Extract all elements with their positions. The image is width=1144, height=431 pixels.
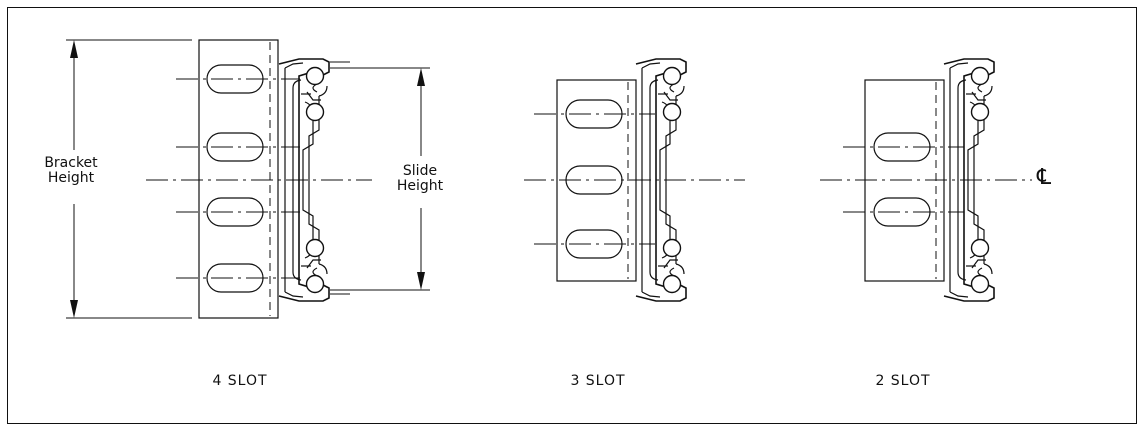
assembly-2-slot xyxy=(820,58,1032,302)
slide-height-dimension xyxy=(330,61,430,295)
bracket-plate xyxy=(556,79,637,282)
slide-height-line2: Height xyxy=(396,178,444,195)
caption-2-slot: 2 SLOT xyxy=(875,373,931,389)
bracket-plate xyxy=(864,79,945,282)
centerline-symbol: ℄ xyxy=(1037,165,1052,190)
caption-4-slot: 4 SLOT xyxy=(212,373,268,389)
bracket-height-label: Bracket Height xyxy=(36,155,106,187)
bracket-height-line2: Height xyxy=(47,170,95,187)
slide-height-label: Slide Height xyxy=(385,163,455,195)
bracket-height-line1: Bracket xyxy=(44,155,98,171)
assembly-4-slot xyxy=(66,39,430,319)
drawing-border xyxy=(7,7,1137,424)
assembly-3-slot xyxy=(524,58,745,302)
bracket-plate xyxy=(198,39,279,319)
caption-3-slot: 3 SLOT xyxy=(570,373,626,389)
bracket-height-dimension xyxy=(66,39,192,319)
slide-height-line1: Slide xyxy=(402,163,438,179)
